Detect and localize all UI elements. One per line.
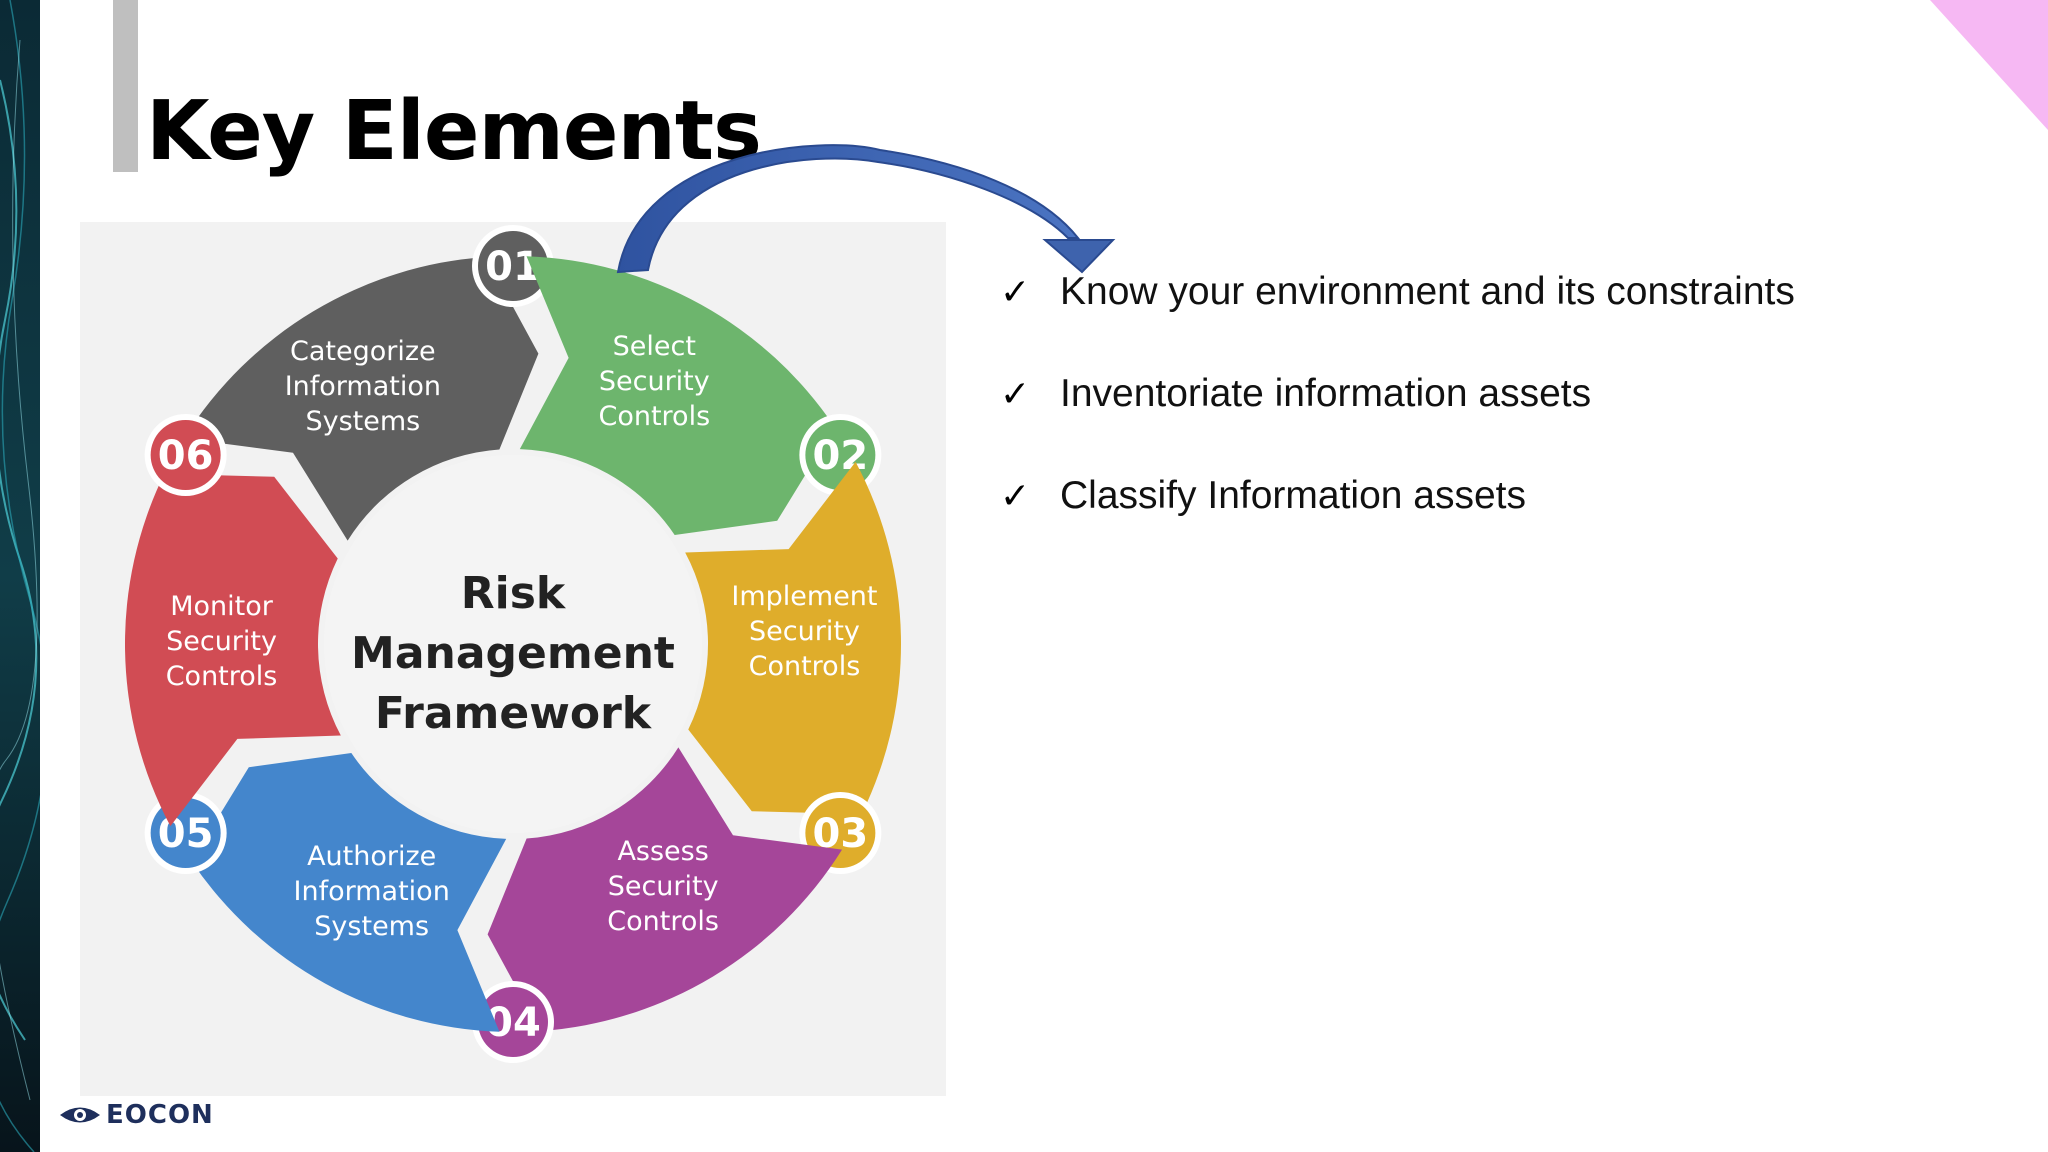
cycle-step-line: Controls	[166, 661, 278, 692]
cycle-step-line: Information	[285, 371, 441, 402]
cycle-segment-03	[685, 461, 901, 815]
cycle-step-line: Assess	[617, 836, 708, 867]
cycle-step-line: Systems	[305, 406, 420, 437]
cycle-badge-01	[478, 231, 548, 301]
cycle-step-line: Categorize	[290, 336, 436, 367]
cycle-badge-04	[478, 987, 548, 1057]
cycle-segment-01	[183, 256, 539, 541]
decorative-corner-triangle	[1930, 0, 2048, 130]
bullet-item-2: ✓ Inventoriate information assets	[1000, 364, 1795, 424]
cycle-step-line: Systems	[314, 911, 429, 942]
cycle-segment-06	[125, 473, 341, 827]
cycle-segment-02	[519, 256, 835, 535]
cycle-step-line: Monitor	[170, 591, 274, 622]
cycle-step-line: Controls	[607, 906, 719, 937]
bullet-text: Know your environment and its constraint…	[1060, 270, 1795, 313]
cycle-step-line: Controls	[598, 401, 710, 432]
title-accent-bar	[113, 0, 138, 172]
cycle-badge-number-06: 06	[158, 433, 214, 479]
cycle-step-line: Security	[166, 626, 277, 657]
checkmark-icon: ✓	[1000, 475, 1031, 516]
bullet-list: ✓ Know your environment and its constrai…	[1000, 262, 1795, 568]
cycle-step-line: Implement	[731, 581, 877, 612]
conference-logo: EOCON	[58, 1100, 214, 1130]
cycle-step-line: Authorize	[307, 841, 436, 872]
eye-icon	[60, 1107, 100, 1123]
logo-text: EOCON	[106, 1100, 214, 1130]
checkmark-icon: ✓	[1000, 271, 1031, 312]
cycle-step-line: Security	[608, 871, 719, 902]
bullet-text: Classify Information assets	[1060, 474, 1527, 517]
cycle-step-line: Select	[613, 331, 696, 362]
cycle-center-line: Framework	[375, 688, 653, 739]
decorative-left-strip	[0, 0, 40, 1152]
cycle-badge-06	[150, 420, 221, 490]
cycle-center-line: Management	[351, 628, 675, 679]
cycle-step-line: Security	[599, 366, 710, 397]
cycle-segment-04	[487, 747, 843, 1032]
cycle-center-circle	[324, 455, 702, 833]
bullet-item-1: ✓ Know your environment and its constrai…	[1000, 262, 1795, 322]
cycle-segment-05	[191, 753, 507, 1032]
bullet-item-3: ✓ Classify Information assets	[1000, 466, 1795, 526]
checkmark-icon: ✓	[1000, 373, 1031, 414]
cycle-step-line: Controls	[749, 651, 861, 682]
cycle-center-line: Risk	[461, 568, 567, 619]
slide-title: Key Elements	[146, 84, 762, 179]
bullet-text: Inventoriate information assets	[1060, 372, 1592, 415]
cycle-step-line: Security	[749, 616, 860, 647]
cycle-step-line: Information	[294, 876, 450, 907]
